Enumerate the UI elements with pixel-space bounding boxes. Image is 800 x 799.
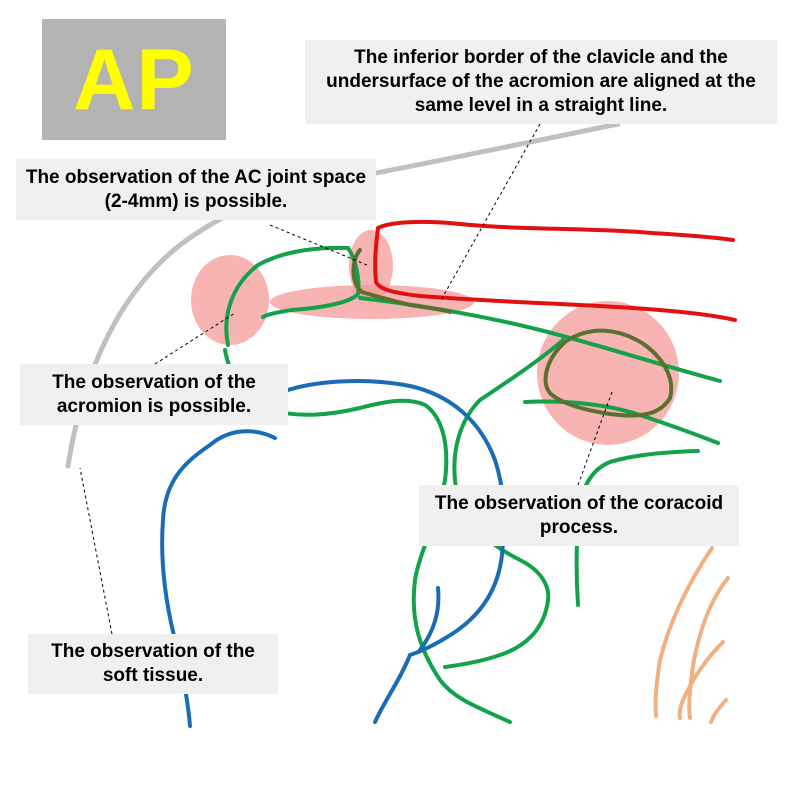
label-coracoid: The observation of the coracoid process. — [419, 485, 739, 546]
leader-acromion — [154, 312, 236, 365]
leader-lines — [79, 123, 613, 635]
clavicle-outline — [373, 219, 737, 322]
border-alignment-highlight — [270, 285, 474, 319]
humeral-shaft-inner — [418, 586, 441, 652]
scapula-inferior-line — [574, 449, 700, 607]
leader-coracoid — [577, 391, 613, 486]
label-acromion: The observation of the acromion is possi… — [20, 364, 288, 425]
view-badge: AP — [42, 19, 226, 140]
view-badge-text: AP — [73, 31, 195, 128]
label-inferior-border: The inferior border of the clavicle and … — [305, 40, 777, 124]
leader-inferior-border — [439, 123, 541, 303]
rib-outlines — [653, 546, 730, 724]
label-soft-tissue: The observation of the soft tissue. — [28, 634, 278, 694]
coracoid-highlight — [537, 301, 679, 445]
humeral-head-outline — [286, 379, 506, 724]
coracoid-process-outline — [543, 328, 674, 418]
leader-soft-tissue — [79, 467, 113, 635]
label-ac-joint: The observation of the AC joint space (2… — [16, 159, 376, 220]
ac-joint-overlap-outline — [351, 248, 452, 314]
